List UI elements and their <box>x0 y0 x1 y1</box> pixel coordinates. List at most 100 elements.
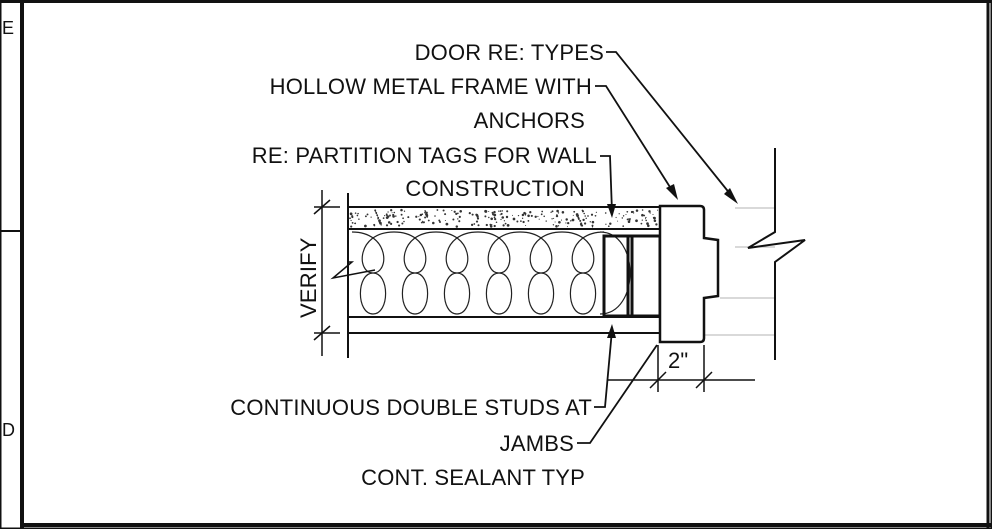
double-studs <box>602 234 662 318</box>
speckle-dot <box>468 212 471 215</box>
speckle-dot <box>418 216 420 218</box>
speckle-dot <box>444 213 447 216</box>
speckle-dot <box>398 224 401 227</box>
speckle-dot <box>543 215 545 218</box>
speckle-dot <box>648 210 651 213</box>
batt-insulation <box>351 231 631 315</box>
speckle-dot <box>641 209 644 211</box>
speckle-dot <box>488 216 490 219</box>
speckle-dot <box>626 218 629 221</box>
leader-partition <box>600 155 613 213</box>
speckle-dot <box>350 219 352 222</box>
speckle-dot <box>357 212 359 215</box>
speckle-dot <box>349 217 351 220</box>
speckle-dot <box>386 215 390 218</box>
speckle-dot <box>493 210 496 214</box>
note-partition-line1: RE: PARTITION TAGS FOR WALL <box>252 143 597 168</box>
speckle-dot <box>436 209 439 211</box>
leader-arrowheads <box>607 184 738 338</box>
speckle-dot <box>488 210 490 213</box>
speckle-dot <box>582 210 584 213</box>
note-frame-line1: HOLLOW METAL FRAME WITH <box>270 74 592 99</box>
speckle-dot <box>351 216 354 219</box>
speckle-dot <box>517 214 520 217</box>
speckle-dot <box>589 221 591 223</box>
speckle-dot <box>522 220 525 224</box>
speckle-dot <box>590 213 594 216</box>
speckle-dot <box>555 214 559 218</box>
notes: DOOR RE: TYPES HOLLOW METAL FRAME WITH A… <box>230 40 604 490</box>
speckle-dot <box>566 226 568 228</box>
speckle-dot <box>457 212 459 215</box>
speckle-dot <box>591 224 594 227</box>
speckle-dot <box>400 213 403 216</box>
speckle-dot <box>516 220 519 223</box>
speckle-dot <box>647 224 649 226</box>
speckle-dot <box>358 218 360 220</box>
speckle-dot <box>621 217 624 219</box>
speckle-dot <box>583 212 586 215</box>
speckle-dot <box>511 214 514 216</box>
speckle-dot <box>585 217 587 220</box>
speckle-dot <box>458 220 461 223</box>
speckle-dot <box>541 210 544 213</box>
frame-depth-label: 2" <box>668 348 688 373</box>
speckle-dot <box>354 222 356 225</box>
speckle-dot <box>626 210 629 213</box>
speckle-dot <box>378 219 381 223</box>
speckle-dot <box>499 210 502 212</box>
speckle-dot <box>573 210 576 213</box>
speckle-dot <box>452 218 455 221</box>
speckle-dot <box>643 214 646 217</box>
speckle-dot <box>420 221 423 224</box>
speckle-dot <box>582 218 585 222</box>
speckle-dot <box>550 211 552 213</box>
speckle-dot <box>384 215 386 217</box>
speckle-dot <box>580 224 583 227</box>
speckle-dot <box>557 212 560 214</box>
hollow-metal-frame <box>658 204 720 344</box>
speckle-dot <box>395 215 397 217</box>
speckle-dot <box>366 213 369 216</box>
speckle-dot <box>644 218 647 220</box>
grid-marker-d: D <box>2 420 15 440</box>
speckle-dot <box>425 211 428 214</box>
speckle-dot <box>396 220 399 224</box>
grid-marker-e: E <box>2 18 14 38</box>
speckle-dot <box>641 213 644 217</box>
speckle-dot <box>618 213 620 215</box>
speckle-dot <box>489 225 493 228</box>
speckle-dot <box>594 214 597 217</box>
speckle-dot <box>641 219 643 221</box>
speckle-dot <box>370 216 372 218</box>
speckle-dot <box>499 214 501 216</box>
speckle-dot <box>570 220 572 222</box>
speckle-dot <box>375 212 378 215</box>
speckle-dot <box>622 215 625 217</box>
speckle-dot <box>605 223 607 225</box>
speckle-dot <box>553 217 555 219</box>
speckle-dot <box>491 224 493 226</box>
speckle-dot <box>425 213 429 217</box>
speckle-dot <box>424 212 426 214</box>
speckle-dot <box>403 220 405 223</box>
speckle-dot <box>622 225 625 227</box>
verify-dimension-label: VERIFY <box>296 237 321 318</box>
speckle-dot <box>640 222 643 225</box>
speckle-dot <box>458 215 461 218</box>
speckle-dot <box>557 225 560 227</box>
verify-dimension <box>313 190 376 356</box>
speckle-dot <box>493 213 497 217</box>
speckle-dot <box>565 222 567 224</box>
speckle-dot <box>540 213 543 216</box>
speckle-dot <box>645 219 647 222</box>
speckle-dot <box>502 216 505 219</box>
speckle-dot <box>576 214 579 218</box>
speckle-dot <box>401 222 404 225</box>
speckle-dot <box>629 218 632 220</box>
speckle-dot <box>572 214 574 216</box>
speckle-dot <box>477 224 480 227</box>
speckle-dot <box>495 221 498 224</box>
speckle-dot <box>520 220 522 222</box>
